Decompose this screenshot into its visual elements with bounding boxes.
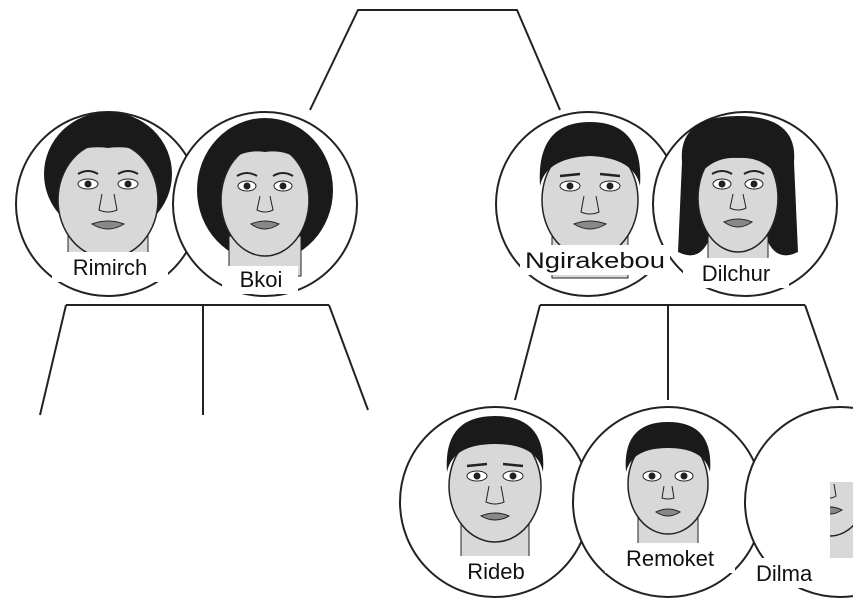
bkoi-portrait	[197, 118, 333, 277]
parents-link-line	[309, 9, 561, 111]
connector-lines	[39, 9, 839, 416]
dilchur-portrait	[678, 116, 798, 277]
dilma-name-label: Dilma	[756, 561, 813, 586]
left-child-line-3	[328, 304, 369, 411]
rideb-name-label: Rideb	[467, 559, 524, 584]
remoket-name-label: Remoket	[626, 546, 714, 571]
dilma-circle	[744, 406, 853, 598]
ngirakebou-name-label: Ngirakebou	[525, 248, 665, 273]
rimirch-portrait	[44, 112, 172, 277]
left-child-line-1	[39, 304, 67, 416]
bkoi-name-label: Bkoi	[240, 267, 283, 292]
rimirch-name-label: Rimirch	[73, 255, 148, 280]
dilma-portrait	[830, 482, 853, 563]
right-child-line-1	[514, 304, 541, 401]
right-child-line-3	[804, 304, 839, 401]
rideb-portrait	[446, 416, 544, 563]
dilchur-name-label: Dilchur	[702, 261, 770, 286]
remoket-portrait	[625, 422, 711, 563]
ngirakebou-portrait	[539, 122, 641, 279]
